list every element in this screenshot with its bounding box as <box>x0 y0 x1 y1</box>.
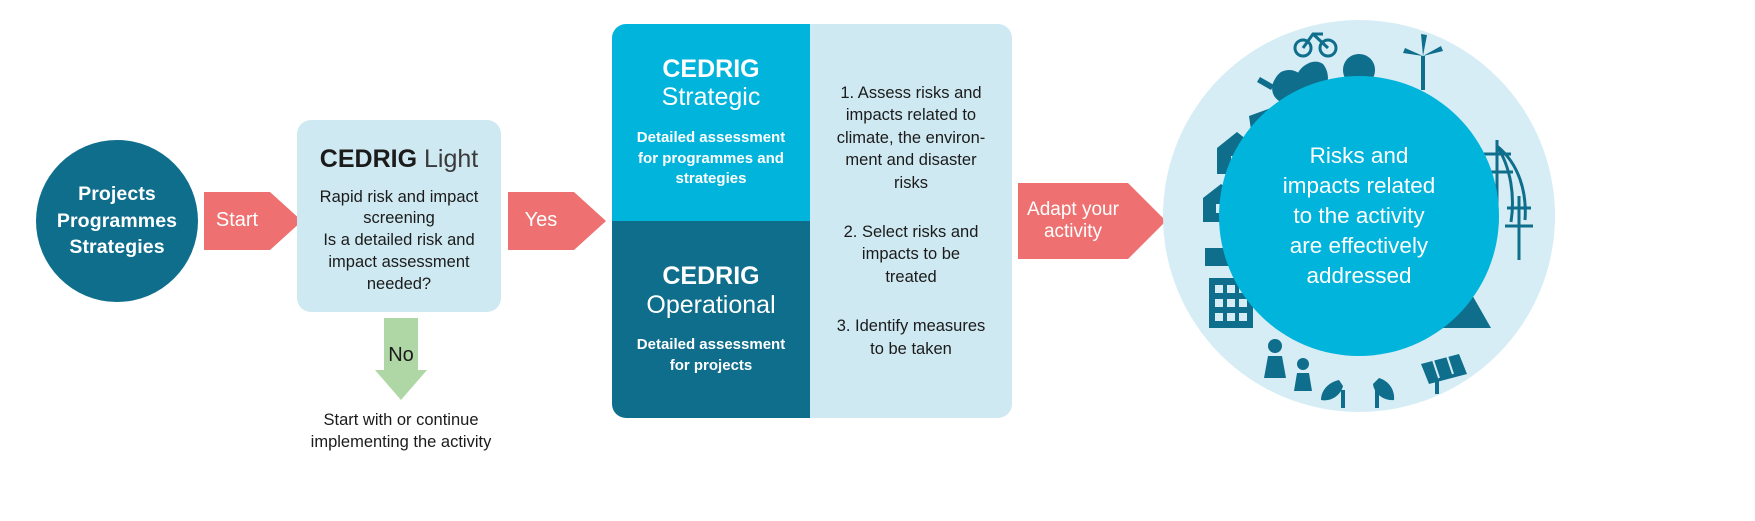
wind-turbine-icon <box>1403 34 1443 90</box>
start-arrow-shaft: Start <box>204 192 270 250</box>
start-arrow: Start <box>204 192 302 250</box>
cedrig-strategic-description: Detailed assessment for programmes and s… <box>636 128 786 188</box>
cedrig-light-title-bold: CEDRIG <box>319 145 418 173</box>
adapt-activity-arrow-label: Adapt your activity <box>1027 198 1119 242</box>
cedrig-variants-column: CEDRIG Strategic Detailed assessment for… <box>612 24 810 418</box>
start-arrow-head <box>270 192 302 250</box>
no-branch-caption: Start with or continue implementing the … <box>310 411 492 451</box>
no-arrow-label: No <box>388 344 414 366</box>
cedrig-operational-description: Detailed assessment for projects <box>636 336 786 374</box>
cedrig-light-description: Rapid risk and impact screening Is a det… <box>319 187 479 294</box>
adapt-activity-arrow-head <box>1128 183 1166 259</box>
cedrig-light-box: CEDRIG Light Rapid risk and impact scree… <box>297 120 501 312</box>
cedrig-light-title: CEDRIG Light <box>309 145 489 174</box>
cedrig-operational-title: CEDRIG Operational <box>646 262 775 319</box>
outcome-label: Risks and impacts related to the activit… <box>1282 143 1436 288</box>
cedrig-operational-title-light: Operational <box>646 290 776 319</box>
adapt-activity-arrow-shaft: Adapt your activity <box>1018 183 1128 259</box>
adapt-activity-arrow: Adapt your activity <box>1018 183 1166 259</box>
outcome-circle: Risks and impacts related to the activit… <box>1163 20 1555 412</box>
person-icon <box>1264 339 1286 378</box>
assessment-steps-list: 1. Assess risks and impacts related to c… <box>810 24 1012 418</box>
no-arrow-head <box>375 370 427 400</box>
no-arrow: No <box>375 318 427 400</box>
yes-arrow-shaft: Yes <box>508 192 574 250</box>
solar-panel-icon <box>1421 354 1467 394</box>
assessment-step: 3. Identify measures to be taken <box>836 317 986 358</box>
cedrig-assessment-panel: CEDRIG Strategic Detailed assessment for… <box>612 24 1012 418</box>
start-arrow-label: Start <box>215 209 259 232</box>
bicycle-icon <box>1293 32 1338 58</box>
yes-arrow: Yes <box>508 192 606 250</box>
plant-icon <box>1373 378 1395 408</box>
cedrig-strategic-title-bold: CEDRIG <box>662 54 760 83</box>
yes-arrow-head <box>574 192 606 250</box>
cedrig-strategic-title: CEDRIG Strategic <box>662 55 761 112</box>
cedrig-strategic-cell: CEDRIG Strategic Detailed assessment for… <box>612 24 810 221</box>
power-line-icon <box>1505 196 1533 260</box>
cedrig-operational-title-bold: CEDRIG <box>662 262 760 291</box>
cedrig-light-title-light: Light <box>423 145 479 173</box>
start-circle: Projects Programmes Strategies <box>36 140 198 302</box>
cedrig-strategic-title-light: Strategic <box>661 83 761 112</box>
yes-arrow-label: Yes <box>524 209 558 232</box>
cedrig-operational-cell: CEDRIG Operational Detailed assessment f… <box>612 221 810 418</box>
outcome-core-circle: Risks and impacts related to the activit… <box>1219 76 1499 356</box>
person-icon <box>1294 358 1312 391</box>
assessment-step: 2. Select risks and impacts to be treate… <box>843 223 979 286</box>
start-circle-label: Projects Programmes Strategies <box>56 182 178 259</box>
no-arrow-shaft: No <box>384 318 418 370</box>
assessment-step: 1. Assess risks and impacts related to c… <box>836 83 986 192</box>
plant-icon <box>1321 380 1345 408</box>
